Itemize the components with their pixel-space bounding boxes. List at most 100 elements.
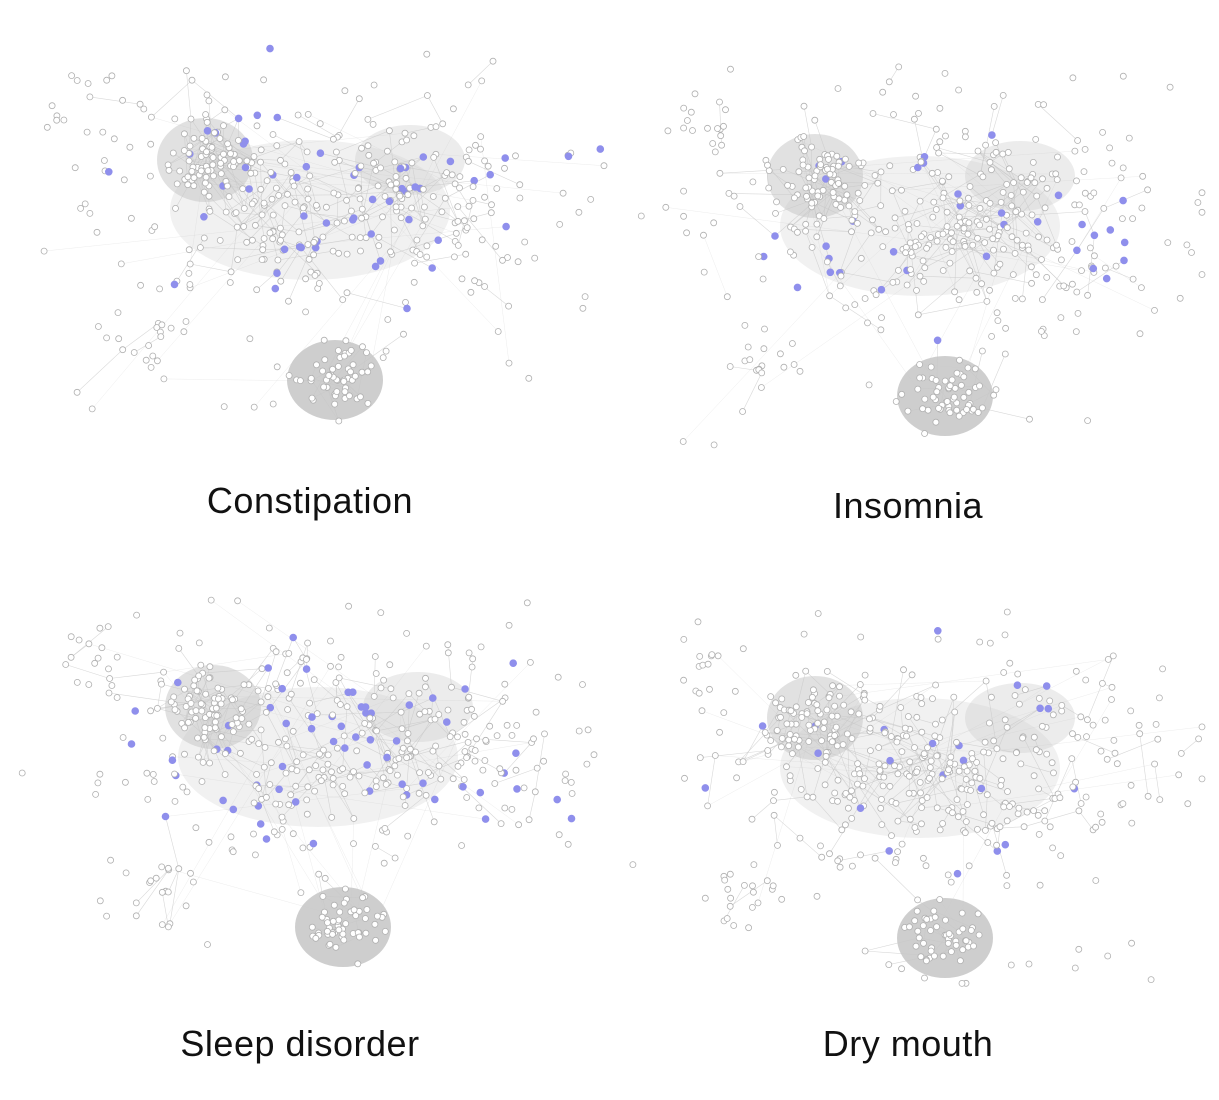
network-node	[1035, 812, 1041, 818]
network-node	[995, 233, 1001, 239]
network-node	[888, 734, 894, 740]
network-node	[191, 183, 197, 189]
network-node	[779, 735, 785, 741]
network-node	[516, 822, 522, 828]
network-node	[204, 149, 210, 155]
network-node	[949, 810, 955, 816]
highlighted-node	[169, 757, 176, 764]
network-node	[360, 895, 366, 901]
network-node	[490, 58, 496, 64]
network-node	[159, 889, 165, 895]
network-node	[231, 159, 237, 165]
network-node	[266, 625, 272, 631]
network-node	[268, 169, 274, 175]
network-node	[450, 776, 456, 782]
network-node	[403, 299, 409, 305]
network-node	[1107, 145, 1113, 151]
network-node	[924, 795, 930, 801]
network-node	[966, 220, 972, 226]
network-node	[358, 248, 364, 254]
network-node	[1099, 819, 1105, 825]
highlighted-node	[429, 265, 436, 272]
network-node	[873, 292, 879, 298]
network-node	[882, 730, 888, 736]
network-node	[482, 284, 488, 290]
network-node	[244, 158, 250, 164]
network-node	[1019, 296, 1025, 302]
network-node	[284, 743, 290, 749]
network-node	[1075, 310, 1081, 316]
network-node	[835, 798, 841, 804]
network-node	[697, 653, 703, 659]
network-node	[86, 682, 92, 688]
network-node	[506, 303, 512, 309]
network-node	[1105, 656, 1111, 662]
network-node	[1189, 250, 1195, 256]
network-node	[72, 165, 78, 171]
highlighted-node	[292, 799, 299, 806]
network-node	[1015, 671, 1021, 677]
network-node	[176, 866, 182, 872]
network-node	[949, 249, 955, 255]
network-node	[750, 179, 756, 185]
network-node	[1012, 250, 1018, 256]
network-node	[952, 289, 958, 295]
network-node	[849, 229, 855, 235]
network-node	[707, 686, 713, 692]
network-node	[909, 672, 915, 678]
network-node	[722, 877, 728, 883]
network-node	[924, 245, 930, 251]
network-node	[804, 193, 810, 199]
network-node	[932, 914, 938, 920]
network-node	[912, 825, 918, 831]
highlighted-node	[338, 723, 345, 730]
network-node	[960, 926, 966, 932]
highlighted-node	[301, 213, 308, 220]
network-node	[199, 135, 205, 141]
network-node	[459, 843, 465, 849]
network-node	[1136, 722, 1142, 728]
network-node	[1031, 734, 1037, 740]
network-node	[99, 645, 105, 651]
network-node	[977, 639, 983, 645]
network-node	[224, 183, 230, 189]
network-node	[183, 903, 189, 909]
network-node	[849, 217, 855, 223]
network-node	[787, 731, 793, 737]
network-node	[159, 922, 165, 928]
network-node	[1006, 166, 1012, 172]
network-node	[881, 774, 887, 780]
network-node	[355, 961, 361, 967]
network-node	[258, 147, 264, 153]
network-node	[844, 192, 850, 198]
network-node	[191, 135, 197, 141]
network-node	[393, 204, 399, 210]
network-node	[773, 700, 779, 706]
network-node	[206, 675, 212, 681]
network-node	[809, 694, 815, 700]
network-node	[878, 169, 884, 175]
network-node	[958, 382, 964, 388]
network-node	[809, 244, 815, 250]
network-node	[741, 882, 747, 888]
network-node	[485, 163, 491, 169]
network-node	[270, 236, 276, 242]
network-node	[862, 182, 868, 188]
network-panel-constipation: Constipation	[10, 10, 610, 550]
network-node	[332, 401, 338, 407]
network-node	[381, 860, 387, 866]
network-node	[1012, 693, 1018, 699]
highlighted-node	[1002, 841, 1009, 848]
network-node	[1196, 736, 1202, 742]
network-node	[993, 140, 999, 146]
highlighted-node	[274, 270, 281, 277]
network-node	[203, 174, 209, 180]
network-node	[365, 400, 371, 406]
network-node	[444, 170, 450, 176]
network-node	[325, 752, 331, 758]
network-node	[263, 709, 269, 715]
network-node	[252, 222, 258, 228]
network-node	[1085, 292, 1091, 298]
network-node	[350, 362, 356, 368]
network-node	[762, 326, 768, 332]
